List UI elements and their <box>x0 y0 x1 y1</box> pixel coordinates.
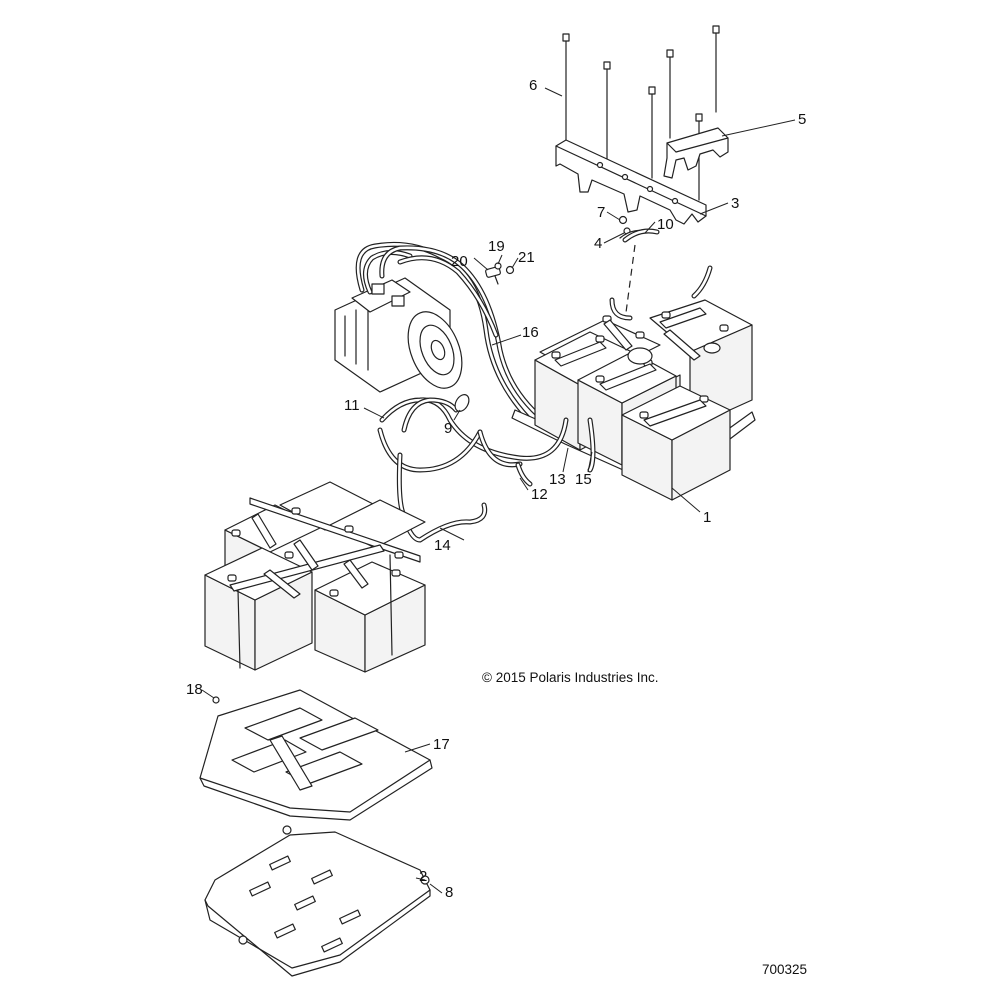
callout-10: 10 <box>657 216 674 233</box>
callout-20: 20 <box>451 253 468 270</box>
callout-4: 4 <box>594 235 602 252</box>
callout-13: 13 <box>549 471 566 488</box>
callout-17: 17 <box>433 736 450 753</box>
callout-14: 14 <box>434 537 451 554</box>
upper-battery-tray <box>199 689 433 821</box>
callout-11: 11 <box>344 397 360 414</box>
speed-sensor <box>485 262 515 285</box>
callout-5: 5 <box>798 111 806 128</box>
callout-19: 19 <box>488 238 505 255</box>
callout-6: 6 <box>529 77 537 94</box>
callout-16: 16 <box>522 324 539 341</box>
callout-15: 15 <box>575 471 592 488</box>
long-hold-down-bracket <box>555 139 707 225</box>
callout-21: 21 <box>518 249 535 266</box>
rear-battery-pack <box>511 299 756 501</box>
drive-motor <box>334 250 463 393</box>
leader-lines <box>201 87 796 894</box>
callout-1: 1 <box>703 509 711 526</box>
small-hardware <box>618 215 713 321</box>
battery-cables <box>377 297 633 543</box>
callout-18: 18 <box>186 681 203 698</box>
callout-labels: 1 2 3 4 5 6 7 8 9 10 11 12 13 14 15 16 1… <box>186 77 806 901</box>
figure-id: 700325 <box>762 962 807 977</box>
callout-9: 9 <box>444 420 452 437</box>
callout-7: 7 <box>597 204 605 221</box>
small-hold-down-bracket <box>663 127 729 179</box>
callout-8: 8 <box>445 884 453 901</box>
skid-plate <box>204 825 431 977</box>
callout-3: 3 <box>731 195 739 212</box>
callout-2: 2 <box>419 868 427 885</box>
callout-12: 12 <box>531 486 548 503</box>
copyright-notice: © 2015 Polaris Industries Inc. <box>482 670 659 685</box>
front-battery-pack <box>204 481 426 673</box>
